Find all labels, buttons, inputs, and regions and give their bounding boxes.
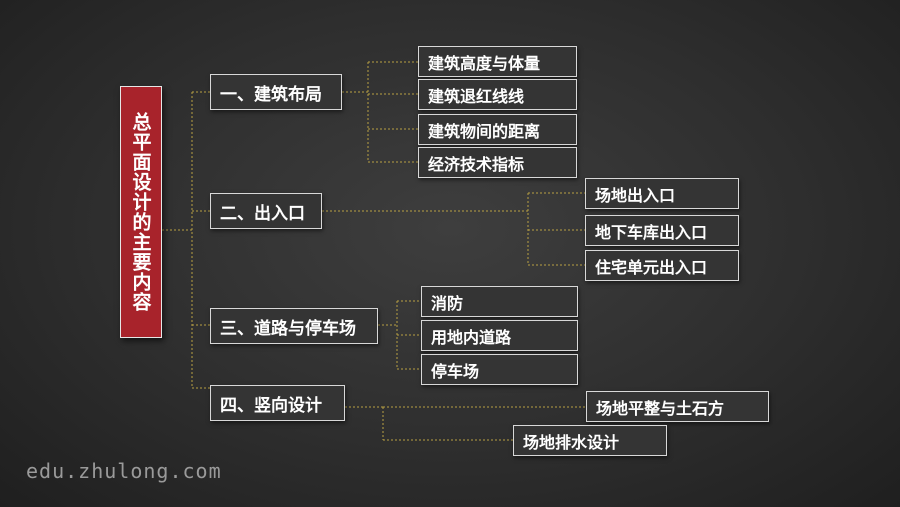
category-label: 二、出入口	[220, 203, 305, 224]
item-site-grading: 场地平整与土石方	[586, 391, 769, 422]
item-label: 建筑物间的距离	[428, 121, 541, 141]
connector-group-3	[378, 300, 421, 370]
item-setback: 建筑退红线线	[418, 79, 577, 110]
item-drainage: 场地排水设计	[513, 425, 667, 456]
item-label: 场地平整与土石方	[596, 398, 725, 418]
connector-group-4	[345, 406, 586, 441]
item-label: 地下车库出入口	[595, 222, 708, 242]
root-topic: 总平面设计的主要内容	[120, 86, 162, 338]
item-site-entrance: 场地出入口	[585, 178, 739, 209]
item-label: 停车场	[431, 361, 480, 381]
item-unit-entrance: 住宅单元出入口	[585, 250, 739, 281]
item-fire-access: 消防	[421, 286, 578, 317]
category-label: 三、道路与停车场	[220, 318, 356, 339]
item-garage-entrance: 地下车库出入口	[585, 215, 739, 246]
category-entrances: 二、出入口	[210, 193, 322, 229]
root-topic-label: 总平面设计的主要内容	[129, 112, 152, 312]
item-economic-indicators: 经济技术指标	[418, 147, 577, 178]
item-label: 场地出入口	[595, 185, 676, 205]
item-label: 建筑高度与体量	[428, 53, 541, 73]
item-label: 经济技术指标	[428, 154, 525, 174]
category-vertical-design: 四、竖向设计	[210, 385, 345, 421]
category-label: 一、建筑布局	[220, 84, 322, 105]
item-label: 建筑退红线线	[428, 86, 525, 106]
connector-group-1	[342, 61, 418, 163]
category-label: 四、竖向设计	[220, 395, 322, 416]
item-parking: 停车场	[421, 354, 578, 385]
category-roads-parking: 三、道路与停车场	[210, 308, 378, 344]
item-building-distance: 建筑物间的距离	[418, 114, 577, 145]
item-building-height: 建筑高度与体量	[418, 46, 577, 77]
connector-group-2	[322, 192, 585, 266]
watermark: edu.zhulong.com	[26, 459, 222, 483]
item-label: 消防	[431, 293, 464, 313]
item-internal-roads: 用地内道路	[421, 320, 578, 351]
item-label: 场地排水设计	[523, 432, 620, 452]
item-label: 住宅单元出入口	[595, 257, 708, 277]
category-layout: 一、建筑布局	[210, 74, 342, 110]
connector-root	[162, 91, 210, 389]
item-label: 用地内道路	[431, 327, 512, 347]
